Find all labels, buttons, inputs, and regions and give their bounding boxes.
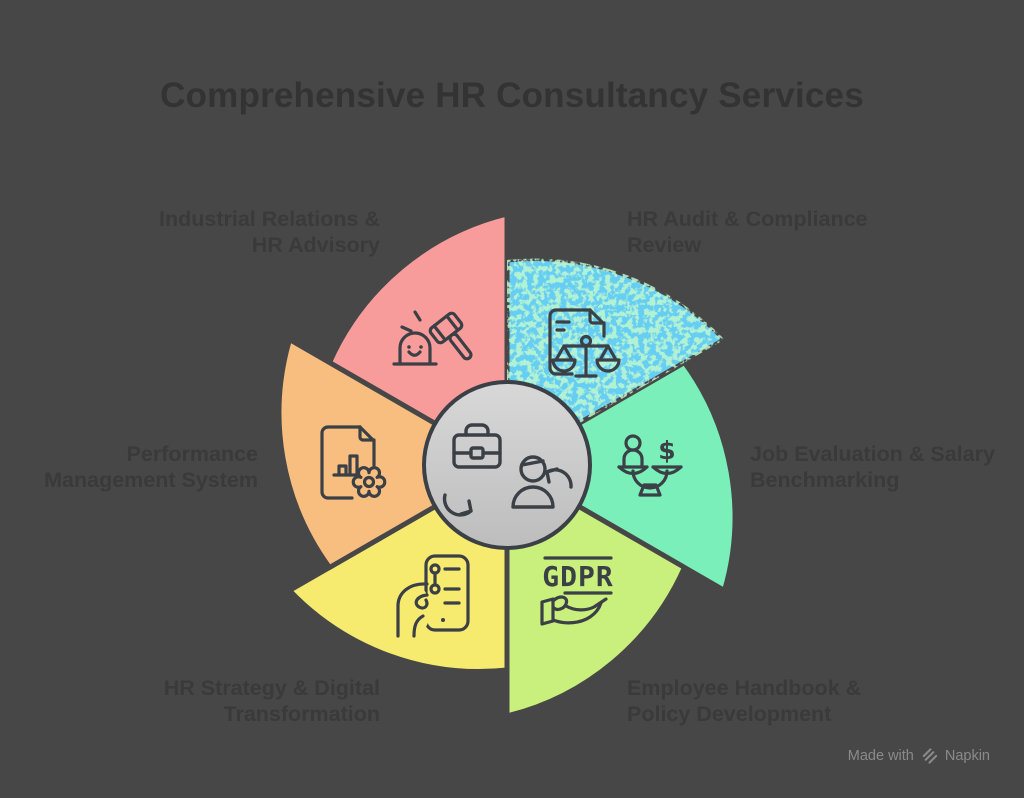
label-line: Transformation: [223, 702, 381, 726]
label-employee-handbook: Employee Handbook & Policy Development: [627, 675, 907, 727]
label-line: HR Strategy & Digital: [163, 676, 380, 700]
phone-checklist-hand-icon: [396, 554, 470, 638]
dollar-sign-glyph: $: [658, 436, 675, 465]
label-hr-strategy: HR Strategy & Digital Transformation: [120, 675, 380, 727]
label-line: Benchmarking: [750, 468, 900, 492]
napkin-logo-icon: [922, 748, 938, 764]
gdpr-text: GDPR: [542, 560, 613, 593]
document-scales-icon: [548, 308, 621, 378]
label-job-evaluation: Job Evaluation & Salary Benchmarking: [750, 441, 1020, 493]
label-line: Job Evaluation & Salary: [750, 442, 995, 466]
watermark-brand: Napkin: [944, 748, 990, 764]
label-performance: Performance Management System: [0, 441, 258, 493]
person-dollar-balance-icon: $: [617, 434, 683, 497]
cycle-arrow-bottom: [442, 493, 473, 517]
label-line: HR Advisory: [251, 233, 380, 257]
napkin-watermark: Made with Napkin: [848, 747, 990, 765]
gear-glyph: [351, 466, 387, 498]
segment-job-evaluation-shape: [504, 360, 738, 593]
gdpr-hand-icon: GDPR: [540, 556, 613, 626]
document-chart-gear-icon: [320, 425, 387, 500]
label-line: HR Audit & Compliance: [627, 207, 868, 231]
page-title: Comprehensive HR Consultancy Services: [160, 76, 864, 115]
label-line: Performance: [126, 442, 258, 466]
watermark-text: Made with: [847, 748, 914, 764]
label-line: Industrial Relations &: [158, 207, 380, 231]
label-industrial-relations: Industrial Relations & HR Advisory: [120, 206, 380, 258]
gavel-smiley-icon: [392, 310, 473, 366]
center-hub-circle: [422, 380, 592, 550]
segment-performance-shape: [276, 337, 510, 570]
cycle-arrow-top: [545, 467, 573, 489]
label-line: Management System: [44, 468, 258, 492]
label-line: Policy Development: [627, 702, 832, 726]
label-hr-audit: HR Audit & Compliance Review: [627, 206, 897, 258]
label-line: Employee Handbook &: [627, 676, 862, 700]
label-line: Review: [627, 233, 702, 257]
briefcase-person-cycle-icon: [442, 423, 573, 517]
